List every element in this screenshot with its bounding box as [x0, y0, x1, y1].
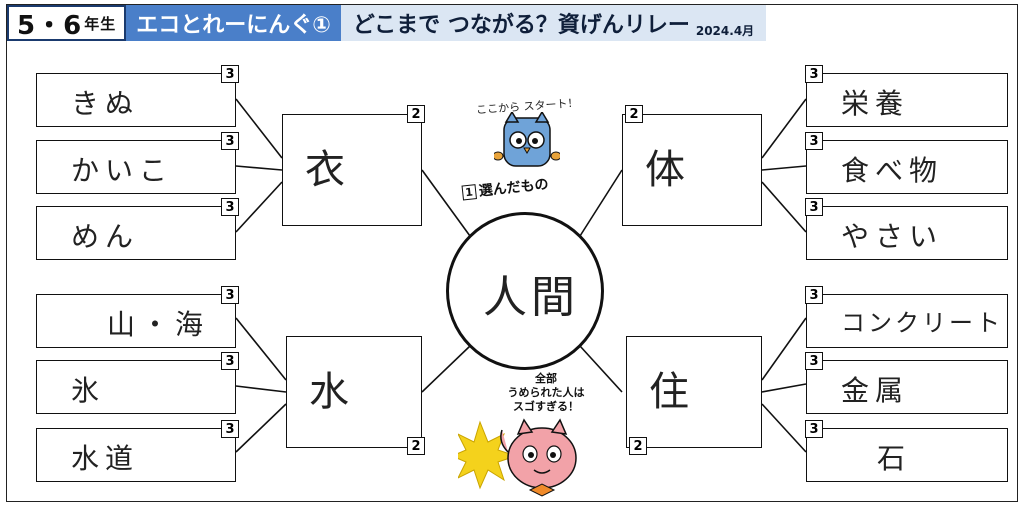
leaf-box-clothing-1[interactable]: 3 きぬ [36, 65, 239, 127]
step-badge: 3 [805, 65, 823, 83]
step-badge: 2 [407, 437, 425, 455]
grade-main: 5・6 [17, 10, 83, 41]
step-badge: 2 [625, 105, 643, 123]
step-badge: 3 [221, 65, 239, 83]
leaf-box-body-3[interactable]: 3 やさい [805, 198, 1008, 260]
step-badge: 2 [407, 105, 425, 123]
answer-text: 氷 [71, 374, 106, 407]
center-circle[interactable]: 人間 [446, 212, 604, 370]
mid-box-water[interactable]: 2 水 [286, 336, 425, 455]
answer-text: 金属 [841, 374, 910, 407]
answer-text: 山・海 [107, 308, 210, 341]
step-badge: 3 [805, 352, 823, 370]
date-label: 2024.4月 [695, 23, 755, 38]
step-badge: 3 [805, 286, 823, 304]
leaf-box-clothing-2[interactable]: 3 かいこ [36, 132, 239, 194]
bonus-note: 全部 うめられた人は スゴすぎる！ [507, 372, 585, 413]
step-badge: 3 [805, 198, 823, 216]
answer-text: 水道 [71, 442, 140, 475]
leaf-box-body-2[interactable]: 3 食べ物 [805, 132, 1008, 194]
step-badge: 3 [221, 352, 239, 370]
leaf-box-housing-3[interactable]: 3 石 [805, 420, 1008, 482]
chosen-num: 1 [461, 183, 477, 200]
owl-mascot-icon [494, 112, 560, 167]
leaf-box-body-1[interactable]: 3 栄養 [805, 65, 1008, 127]
mid-box-body[interactable]: 2 体 [622, 105, 762, 226]
answer-text: きぬ [71, 87, 140, 120]
answer-text: 衣 [305, 147, 345, 193]
step-badge: 3 [221, 420, 239, 438]
step-badge: 3 [805, 420, 823, 438]
answer-text: かいこ [71, 154, 174, 187]
answer-text: 石 [877, 442, 912, 475]
answer-text: 水 [309, 369, 349, 415]
answer-text: やさい [841, 220, 944, 253]
mid-box-clothing[interactable]: 2 衣 [282, 105, 425, 226]
answer-text: 栄養 [841, 87, 910, 120]
step-badge: 3 [221, 286, 239, 304]
leaf-box-water-1[interactable]: 3 山・海 [36, 286, 239, 348]
worksheet-frame [6, 4, 1018, 502]
series-title: エコとれーにんぐ① [126, 5, 341, 41]
step-badge: 3 [805, 132, 823, 150]
answer-text: 住 [649, 369, 689, 415]
step-badge: 2 [629, 437, 647, 455]
mid-box-housing[interactable]: 2 住 [626, 336, 762, 455]
leaf-box-water-3[interactable]: 3 水道 [36, 420, 239, 482]
grade-suffix: 年生 [84, 14, 117, 33]
step-badge: 3 [221, 132, 239, 150]
leaf-box-housing-2[interactable]: 3 金属 [805, 352, 1008, 414]
leaf-box-water-2[interactable]: 3 氷 [36, 352, 239, 414]
leaf-box-housing-1[interactable]: 3 コンクリート [805, 286, 1008, 348]
answer-text: コンクリート [841, 309, 1003, 337]
step-badge: 3 [221, 198, 239, 216]
answer-text: めん [71, 220, 140, 253]
leaf-box-clothing-3[interactable]: 3 めん [36, 198, 239, 260]
answer-text: 食べ物 [841, 154, 944, 187]
center-label: 人間 [483, 272, 579, 323]
pink-mascot-icon [458, 418, 577, 497]
answer-text: 体 [645, 147, 685, 193]
